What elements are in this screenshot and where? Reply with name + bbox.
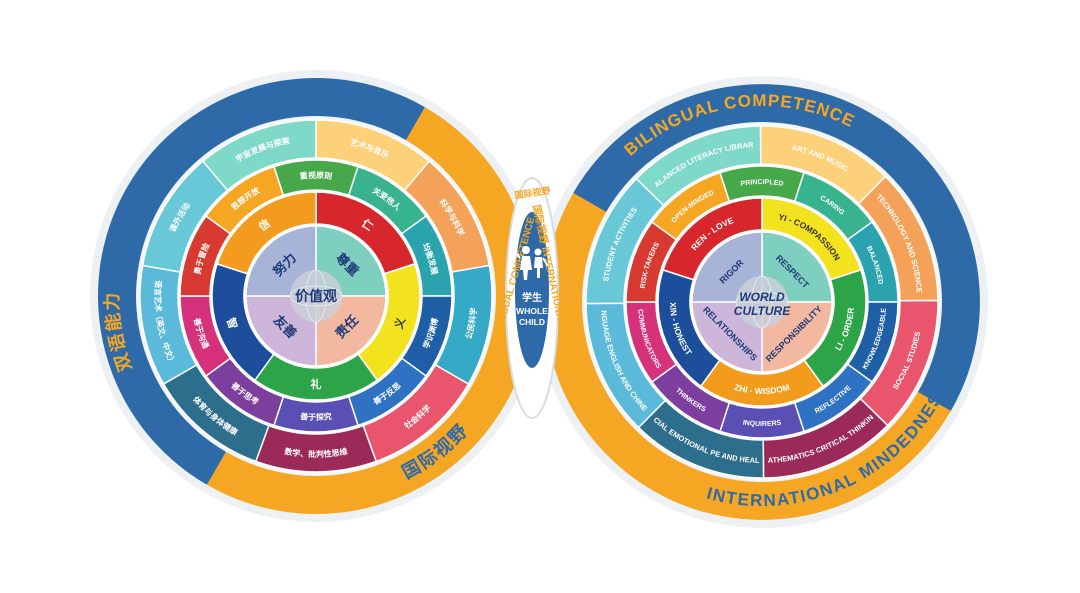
ring2-segment: [650, 171, 731, 241]
globe-latitude: [289, 285, 343, 307]
globe-longitude: [751, 275, 773, 329]
left-wheel: 宇宙发展与探索艺术与音乐科学与科学公民科学社会科学数学、批判性思维体育与身体健康…: [90, 70, 542, 522]
ring1-label: 礼: [311, 377, 322, 391]
middle-cn-label: 学生: [522, 291, 542, 304]
outer-band-blue: [573, 84, 980, 411]
center-title-line2: CULTURE: [734, 304, 791, 318]
ring2-segment: [719, 401, 805, 439]
ring3-label: 数学、批判性思维: [284, 446, 348, 459]
ring3-segment: [635, 125, 762, 207]
ring1-label: ZHI - WISDOM: [733, 382, 791, 396]
globe-icon: [736, 276, 788, 328]
center-title: 价值观: [295, 288, 337, 304]
ring2-label: INQUIRERS: [742, 419, 782, 428]
middle-line1: WHOLE: [516, 306, 548, 316]
middle-line2: CHILD: [519, 317, 545, 327]
outer-band-orange: [544, 193, 951, 520]
ring2-segment: [204, 165, 285, 235]
ring2-label: PRINCIPLED: [740, 179, 784, 188]
children-icon: [513, 246, 549, 280]
center-title-line1: WORLD: [739, 290, 785, 304]
globe-latitude: [735, 291, 789, 313]
middle-top-cn: 国际视野: [514, 185, 551, 201]
ring2-segment: [273, 159, 359, 197]
ring1-segment: [662, 197, 763, 281]
outer-band-orange: [207, 107, 534, 515]
globe-longitude: [305, 269, 327, 323]
ring3-segment: [141, 160, 229, 273]
ring2-label: 善于探究: [300, 411, 332, 422]
outer-band-blue: [98, 77, 425, 485]
globe-icon: [290, 270, 342, 322]
ring1-segment: [216, 191, 317, 275]
